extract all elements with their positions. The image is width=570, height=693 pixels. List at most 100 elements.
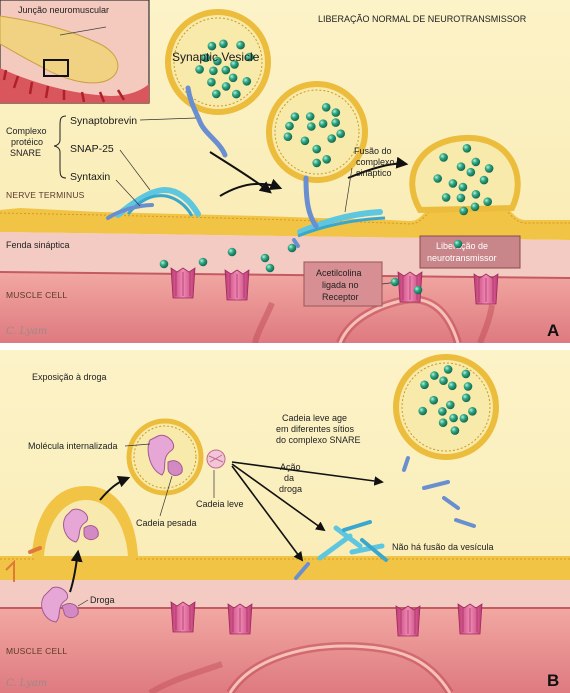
nerve-membrane-b xyxy=(0,486,570,580)
arrow-drug-entry xyxy=(69,549,83,593)
cleaved-snare-fragments xyxy=(294,456,476,580)
neurotransmitter-dot xyxy=(227,247,237,257)
neurotransmitter-dot xyxy=(336,129,346,138)
toxin-endosome xyxy=(126,418,204,496)
synaptic-vesicle-label: Synaptic Vesicle xyxy=(172,50,260,64)
snare-bracket xyxy=(53,115,67,179)
ach-label-box xyxy=(303,261,383,307)
synaptic-cleft-b xyxy=(0,580,570,608)
neurotransmitter-dot xyxy=(242,77,252,86)
neurotransmitter-dot xyxy=(462,144,472,153)
snap25-label: SNAP-25 xyxy=(70,143,114,155)
ach-receptor xyxy=(170,601,196,633)
muscle-fold-b2 xyxy=(148,661,224,693)
inset-zoom-box xyxy=(43,59,69,77)
neurotransmitter-cluster-3 xyxy=(433,144,494,216)
synaptobrevin-on-vesicle-1 xyxy=(185,85,228,158)
drug-action-3: droga xyxy=(279,484,302,494)
inset-label: Junção neuromuscular xyxy=(18,5,109,15)
arrow-action-2 xyxy=(231,463,326,532)
synaptobrevin-leader xyxy=(139,117,197,121)
release-label-2: neurotransmissor xyxy=(427,253,497,263)
ach-receptor xyxy=(227,603,253,635)
inset-nerve-ending xyxy=(0,15,119,84)
light-chain-action-2: em diferentes sítios xyxy=(276,424,355,434)
neurotransmitter-dot xyxy=(322,155,332,164)
signature-a: C. Lyam xyxy=(6,326,47,337)
arrow-vesicle-docking xyxy=(209,151,272,194)
neurotransmitter-dot xyxy=(468,407,477,416)
snap25-leader xyxy=(119,149,151,191)
ach-label-2: ligada no xyxy=(322,280,359,290)
neurotransmitter-dot xyxy=(458,182,468,192)
neurotransmitter-dot xyxy=(209,66,218,76)
neurotransmitter-dot xyxy=(307,122,316,131)
inset-muscle xyxy=(0,68,149,103)
neurotransmitter-dot xyxy=(285,121,294,131)
muscle-fold-2 xyxy=(252,301,275,344)
neurotransmitter-dot xyxy=(463,382,473,391)
heavy-chain-leader xyxy=(159,475,173,517)
light-chain-action-1: Cadeia leve age xyxy=(282,413,347,423)
snare-complex-free xyxy=(106,186,201,220)
synaptobrevin-label: Synaptobrevin xyxy=(70,115,137,127)
neurotransmitter-dot xyxy=(441,193,451,202)
neurotransmitter-dot xyxy=(236,40,245,50)
neurotransmitter-dot xyxy=(159,259,169,269)
neurotransmitter-dot xyxy=(283,132,293,141)
neurotransmitter-dot xyxy=(459,414,469,423)
neurotransmitter-cluster-b xyxy=(418,365,477,435)
toxin-in-pit xyxy=(63,508,99,543)
ach-receptors-a xyxy=(170,267,499,305)
neurotransmitter-dot xyxy=(471,190,481,199)
nerve-terminus-label: NERVE TERMINUS xyxy=(6,190,85,200)
syntaxin-label: Syntaxin xyxy=(70,171,110,183)
neurotransmitter-dot xyxy=(321,103,331,112)
neurotransmitter-dot xyxy=(207,41,217,51)
neurotransmitter-dot xyxy=(305,112,315,121)
fusion-label-2: complexo xyxy=(356,157,395,167)
panel-b: Exposição à droga Molécula internalizada… xyxy=(0,350,570,693)
membrane-texture xyxy=(0,207,570,225)
panel-a-letter: A xyxy=(547,321,559,340)
neurotransmitter-dot xyxy=(219,39,228,49)
neurotransmitter-dot xyxy=(438,418,448,428)
neurotransmitter-dot xyxy=(230,60,239,69)
cleft-neurotransmitters-a xyxy=(159,239,463,295)
neurotransmitter-dot xyxy=(470,202,480,212)
arrow-snare-assembly xyxy=(219,178,283,197)
heavy-chain-label: Cadeia pesada xyxy=(136,518,197,528)
neurotransmitter-dot xyxy=(221,65,231,75)
neurotransmitter-dot xyxy=(466,167,476,177)
neurotransmitter-dot xyxy=(331,118,341,127)
drug-label: Droga xyxy=(90,595,115,605)
snare-label-2: protéico xyxy=(11,137,43,147)
ach-label-1: Acetilcolina xyxy=(316,268,362,278)
neurotransmitter-dot xyxy=(439,376,448,386)
synaptic-vesicle-3 xyxy=(409,134,521,216)
neurotransmitter-dot xyxy=(300,136,310,146)
neurotransmitter-dot xyxy=(443,365,453,374)
neurotransmitter-dot xyxy=(461,369,471,379)
neurotransmitter-dot xyxy=(459,206,469,216)
neurotransmitter-dot xyxy=(448,381,457,391)
neurotransmitter-dot xyxy=(453,239,463,249)
snare-label-3: SNARE xyxy=(10,148,41,158)
muscle-cell-region xyxy=(0,272,570,343)
arrow-action-3 xyxy=(231,465,304,562)
neurotransmitter-dot xyxy=(195,65,204,74)
neurotransmitter-dot xyxy=(331,108,341,117)
snare-complex-zippering xyxy=(292,175,386,248)
neurotransmitter-dot xyxy=(318,119,328,128)
panel-a-title: LIBERAÇÃO NORMAL DE NEUROTRANSMISSOR xyxy=(318,14,527,24)
muscle-fold-b-inner xyxy=(228,644,452,693)
neurotransmitter-dot xyxy=(471,157,481,167)
ach-receptors-b xyxy=(170,601,483,637)
neurotransmitter-dot xyxy=(420,380,429,390)
membrane-protein-b2 xyxy=(5,559,15,582)
panel-divider xyxy=(0,343,570,350)
neurotransmitter-dot xyxy=(479,175,489,185)
neurotransmitter-dot xyxy=(456,193,466,203)
light-chain-label: Cadeia leve xyxy=(196,499,244,509)
